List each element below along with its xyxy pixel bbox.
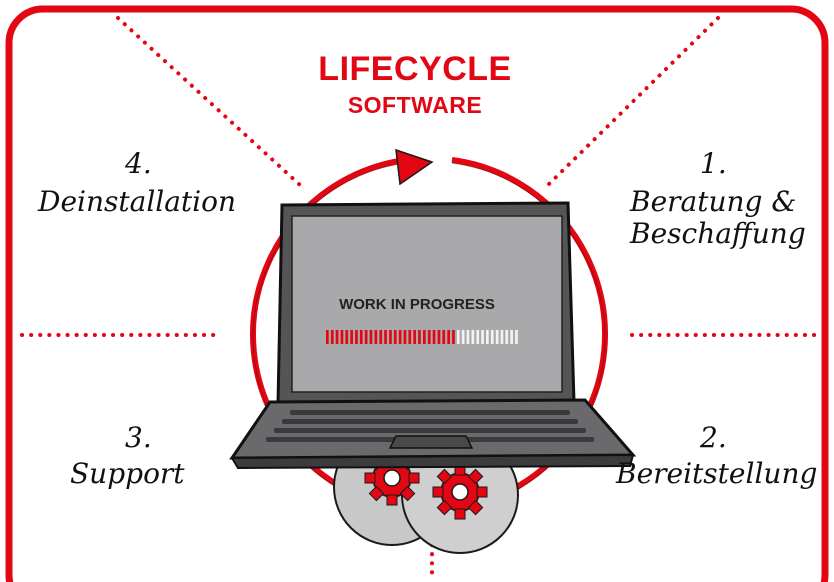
- progress-segment-filled: [432, 330, 436, 344]
- phase-1-label: Beratung & Beschaffung: [630, 185, 830, 251]
- progress-segment-empty: [500, 330, 504, 344]
- laptop: [229, 201, 637, 470]
- laptop-base-edge: [230, 453, 635, 470]
- progress-bar: [326, 330, 518, 344]
- touchpad: [388, 435, 474, 449]
- progress-segment-empty: [466, 330, 470, 344]
- screen-status-text: WORK IN PROGRESS: [339, 296, 495, 313]
- phase-1-label-line2: Beschaffung: [630, 217, 806, 251]
- progress-segment-empty: [471, 330, 475, 344]
- progress-segment-filled: [423, 330, 426, 344]
- phase-2-label: Bereitstellung: [616, 457, 818, 490]
- progress-segment-filled: [350, 330, 353, 344]
- keyboard: [266, 410, 594, 442]
- progress-segment-filled: [447, 330, 450, 344]
- dotted-dividers: [20, 16, 824, 580]
- progress-segment-empty: [461, 330, 465, 344]
- progress-segment-filled: [359, 330, 363, 344]
- progress-segment-filled: [389, 330, 392, 344]
- phase-3-label: Support: [70, 457, 185, 490]
- phase-4-label: Deinstallation: [38, 185, 237, 218]
- progress-segment-empty: [490, 330, 494, 344]
- progress-segment-empty: [510, 330, 513, 344]
- red-frame-border: [5, 5, 829, 582]
- diagram-title: LIFECYCLE: [318, 50, 512, 88]
- progress-segment-filled: [427, 330, 431, 344]
- progress-segment-filled: [379, 330, 383, 344]
- progress-segment-filled: [408, 330, 412, 344]
- progress-segment-empty: [505, 330, 509, 344]
- progress-segment-filled: [437, 330, 441, 344]
- laptop-screen: [291, 215, 563, 393]
- progress-segment-filled: [345, 330, 349, 344]
- progress-segment-empty: [515, 330, 518, 344]
- phase-1-number: 1.: [700, 147, 727, 180]
- progress-segment-filled: [364, 330, 368, 344]
- progress-segment-filled: [384, 330, 387, 344]
- progress-segment-empty: [481, 330, 484, 344]
- progress-segment-filled: [418, 330, 421, 344]
- diagram-subtitle: SOFTWARE: [347, 92, 483, 118]
- progress-segment-filled: [330, 330, 334, 344]
- progress-segment-filled: [413, 330, 416, 344]
- phase-2-number: 2.: [700, 421, 727, 454]
- progress-segment-filled: [340, 330, 344, 344]
- divider-top-right: [546, 16, 720, 187]
- cycle-arrow-icon: [395, 148, 434, 186]
- gear-icon-front: [432, 464, 488, 520]
- progress-segment-filled: [398, 330, 402, 344]
- progress-segment-filled: [442, 330, 446, 344]
- progress-segment-empty: [456, 330, 460, 344]
- phase-1-label-line1: Beratung &: [630, 185, 797, 218]
- progress-segment-filled: [326, 330, 329, 344]
- progress-segment-empty: [476, 330, 480, 344]
- progress-segment-empty: [495, 330, 499, 344]
- progress-segment-filled: [335, 330, 339, 344]
- phase-4-number: 4.: [125, 147, 152, 180]
- progress-segment-filled: [369, 330, 373, 344]
- progress-segment-filled: [452, 330, 455, 344]
- progress-segment-filled: [374, 330, 378, 344]
- progress-segment-empty: [486, 330, 489, 344]
- progress-segment-filled: [393, 330, 397, 344]
- progress-segment-filled: [403, 330, 407, 344]
- phase-3-number: 3.: [125, 421, 152, 454]
- progress-segment-filled: [355, 330, 358, 344]
